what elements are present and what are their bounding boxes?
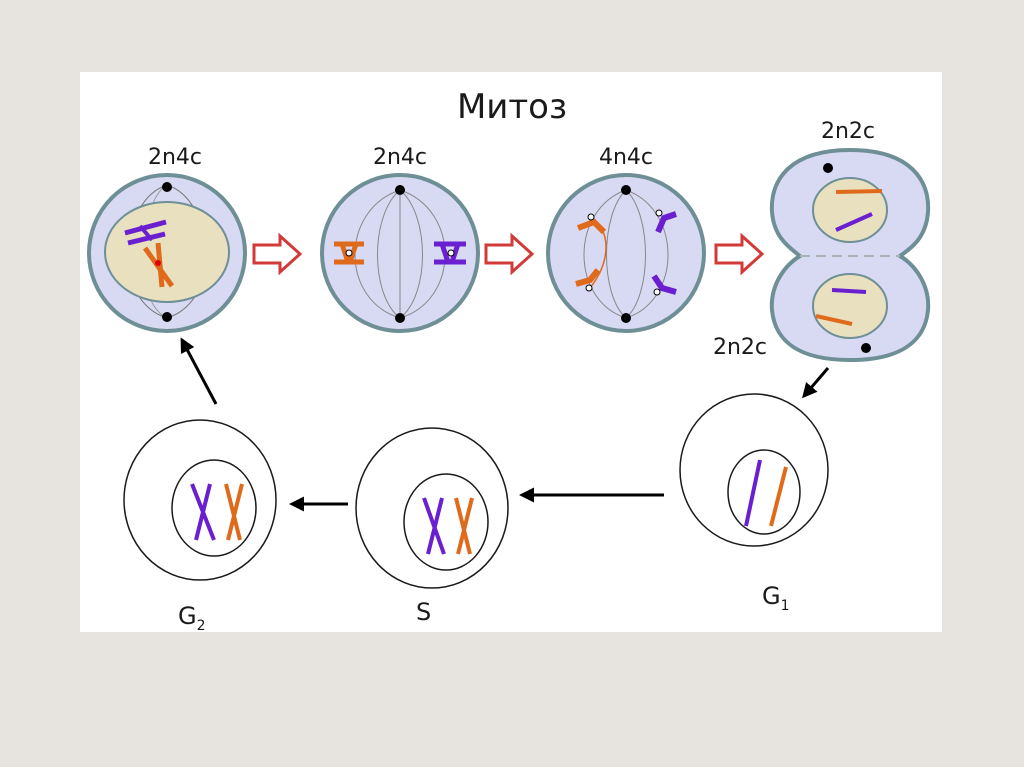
label-s: S: [416, 598, 431, 626]
centrosome-bottom: [621, 313, 631, 323]
nucleus-top: [812, 177, 888, 243]
chromosome-orange: [142, 242, 175, 288]
label-g2: G2: [178, 602, 206, 634]
arrow-g2-to-prophase: [180, 337, 218, 405]
stage-label-telophase-bottom: 2n2c: [713, 335, 767, 360]
chromatid-purple-bottom: [651, 274, 677, 295]
stage-label-telophase-top: 2n2c: [821, 119, 875, 144]
arrow-telophase-to-g1: [802, 367, 830, 399]
red-arrow-3: [714, 232, 765, 276]
anaphase-cell: [546, 173, 706, 333]
chromatid-orange-top: [576, 218, 607, 235]
centrosome-top: [162, 182, 172, 192]
centrosome-top: [395, 185, 405, 195]
stage-label-metaphase: 2n4c: [373, 145, 427, 170]
telophase-cell: [769, 147, 931, 363]
red-arrow-2: [484, 232, 535, 276]
diagram-title: Митоз: [457, 87, 567, 127]
interphase-g2-cell: [123, 419, 277, 581]
chromosome-purple: [434, 241, 466, 265]
chromosome-orange: [334, 241, 364, 265]
chromosome-purple: [124, 219, 167, 246]
centrosome-top: [621, 185, 631, 195]
nucleus-bottom: [812, 273, 888, 339]
centrosome-bottom: [395, 313, 405, 323]
label-g1: G1: [762, 582, 790, 614]
red-arrow-1: [252, 232, 303, 276]
nucleus: [104, 201, 230, 303]
prophase-cell: [87, 173, 247, 333]
stage-label-anaphase: 4n4c: [599, 145, 653, 170]
metaphase-cell: [320, 173, 480, 333]
chromatid-purple-top: [655, 211, 677, 234]
chromatid-orange-bottom: [575, 268, 601, 287]
stage-label-prophase: 2n4c: [148, 145, 202, 170]
interphase-g1-cell: [679, 393, 829, 547]
interphase-s-cell: [355, 427, 509, 589]
centrosome-bottom: [162, 312, 172, 322]
